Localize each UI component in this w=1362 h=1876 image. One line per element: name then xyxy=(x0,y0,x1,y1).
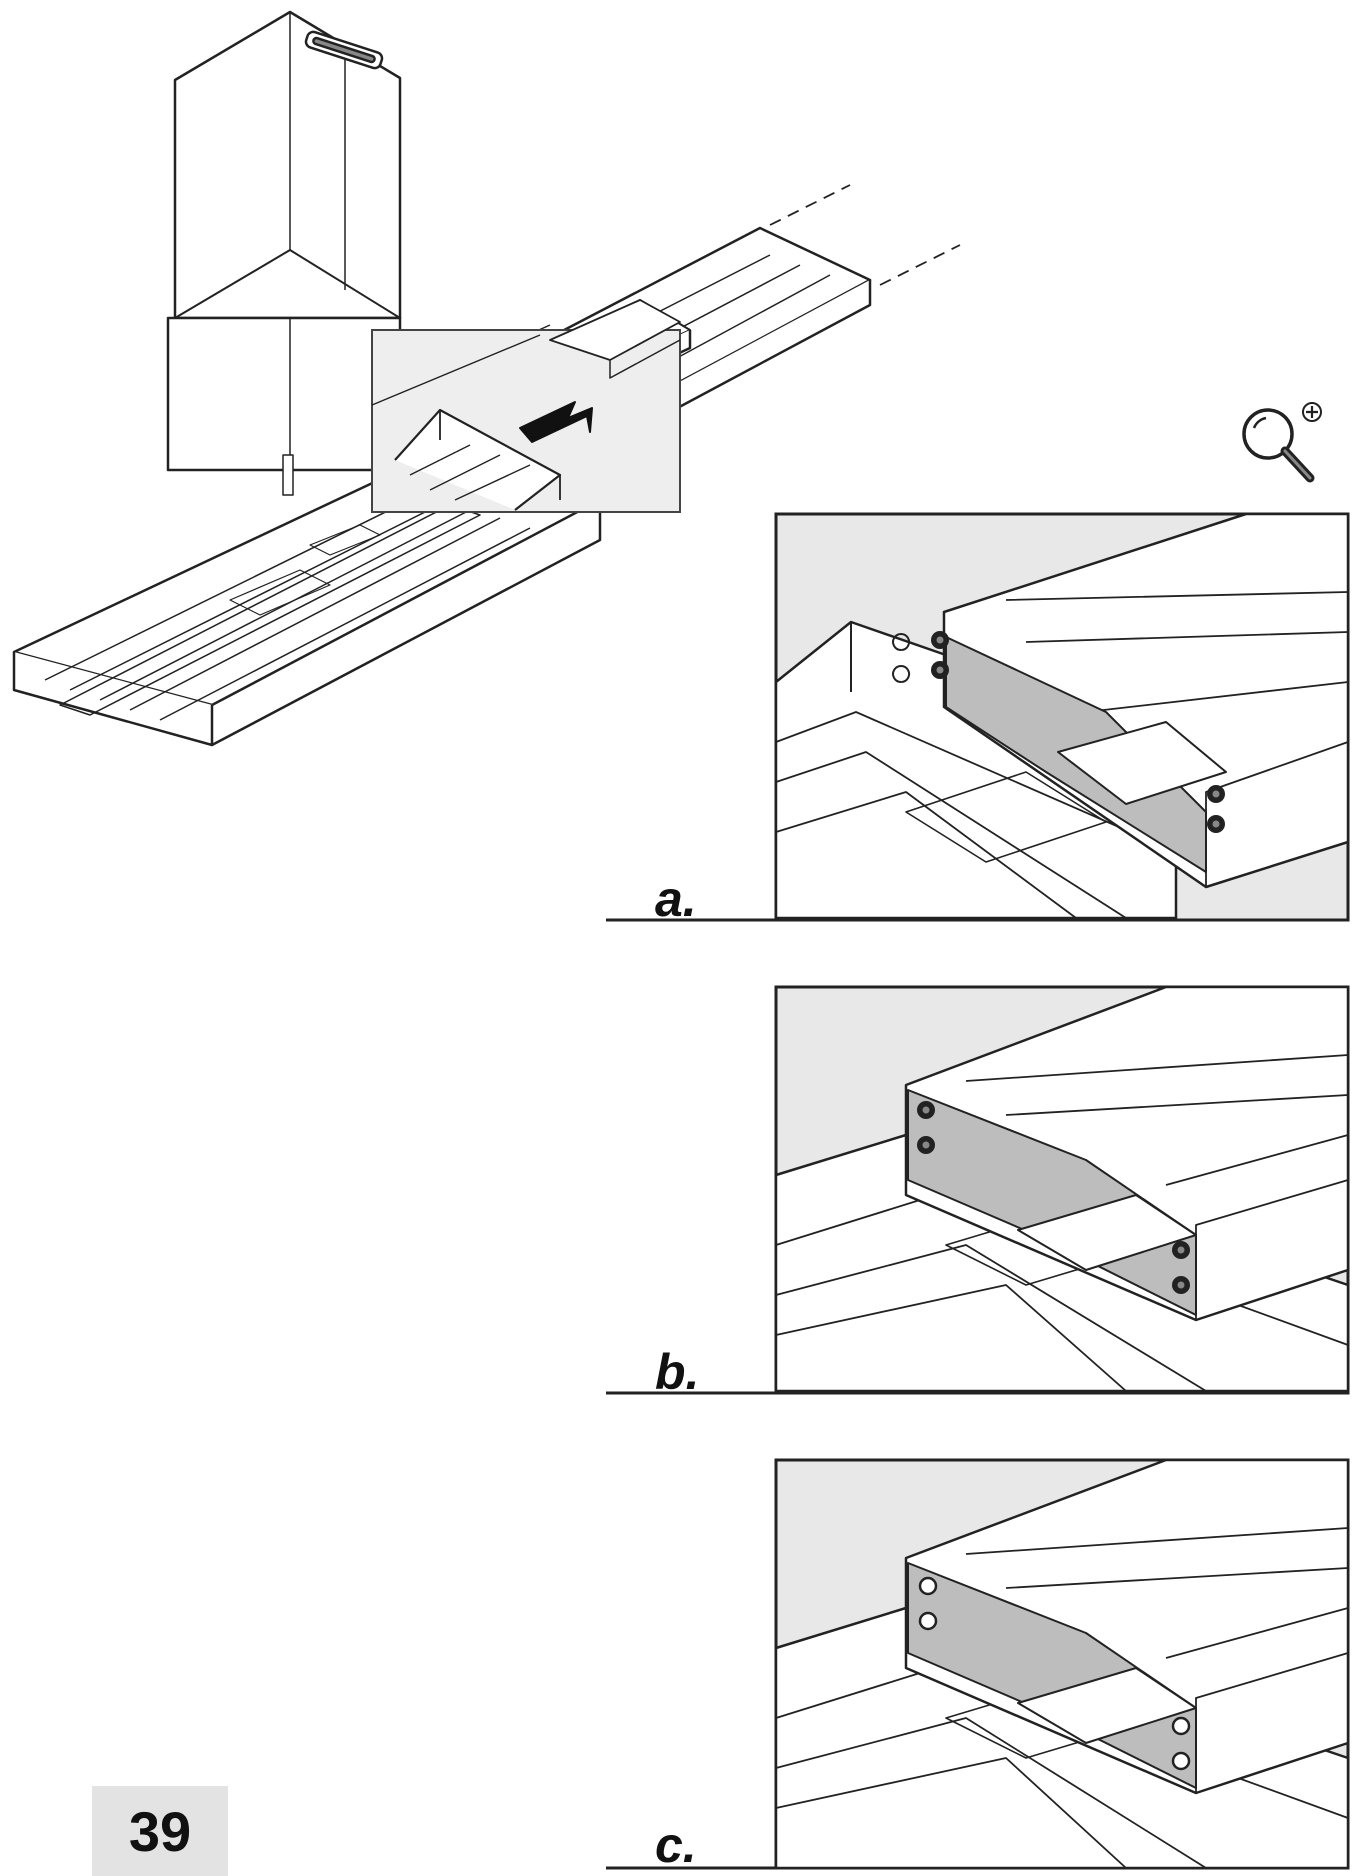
step-label-a: a. xyxy=(655,871,697,927)
step-label-c: c. xyxy=(655,1817,697,1873)
hood-assembly-overview xyxy=(12,10,961,747)
page-number: 39 xyxy=(92,1786,228,1876)
zoom-in-magnifier-icon xyxy=(1242,402,1322,483)
slide-direction-arrow-icon xyxy=(519,401,593,443)
step-b-detail xyxy=(606,985,1350,1395)
step-a-detail xyxy=(606,512,1350,922)
step-label-b: b. xyxy=(655,1344,700,1400)
step-c-detail xyxy=(606,1458,1350,1870)
